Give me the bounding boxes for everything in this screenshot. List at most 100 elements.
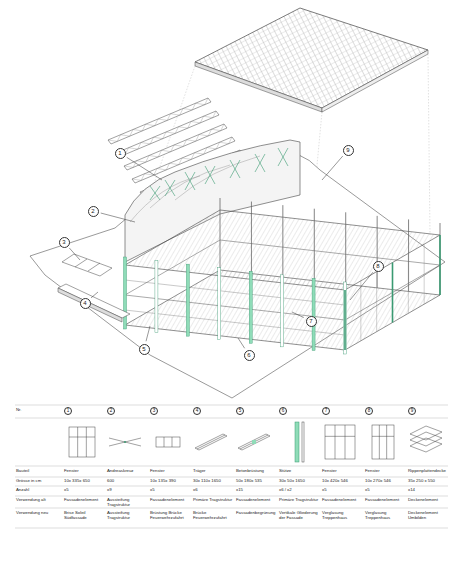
table-cell: Aussteifung Tragstruktur	[107, 511, 147, 521]
part-icon	[197, 435, 225, 449]
table-cell: Verglasung Treppenhaus	[322, 511, 362, 521]
table-cell: Fenster	[365, 469, 405, 474]
part-icon	[325, 436, 355, 437]
part-icon	[109, 438, 141, 446]
table-cell: Stütze	[279, 469, 319, 474]
table-cell: Betonbrüstung	[236, 469, 276, 474]
part-icon	[372, 436, 394, 437]
callout-number: 1	[115, 148, 126, 159]
column	[124, 257, 127, 329]
part-icon	[240, 435, 268, 449]
row-header: Verwendung neu	[16, 511, 60, 516]
mullion	[360, 281, 361, 341]
table-cell: Brüstung Brücke Feuerwehrzufahrt	[150, 511, 190, 521]
table-cell: Deckenelement	[408, 498, 448, 503]
leader-line	[238, 338, 245, 348]
table-cell: Primäre Tragstruktur	[193, 498, 233, 503]
part-icon	[335, 425, 336, 459]
part-icon	[379, 425, 380, 459]
leader-line	[292, 312, 304, 318]
table-cell: 600	[107, 479, 147, 484]
table-cell: Andreaskreuz	[107, 469, 147, 474]
column-number: 5	[236, 407, 244, 415]
row-header: Bauteil	[16, 469, 60, 474]
table-cell: Aussteifung Tragstruktur	[107, 498, 147, 508]
leader-line	[101, 213, 135, 222]
callout-number: 8	[373, 261, 384, 272]
table-cell: Fassadenelement	[236, 498, 276, 503]
table-cell: 35x 250 x 550	[408, 479, 448, 484]
column-number: 4	[193, 407, 201, 415]
leader-line	[322, 156, 343, 180]
column	[314, 209, 315, 281]
part-icon	[156, 437, 180, 447]
table-cell: 30x 50x 1650	[279, 479, 319, 484]
leader-line	[69, 248, 80, 260]
table-cell: Fassadenelement	[64, 498, 104, 503]
table-cell: x9	[107, 488, 147, 493]
table-cell: x6	[193, 488, 233, 493]
truss-web	[116, 111, 216, 154]
callout-number: 7	[306, 316, 317, 327]
column-number: 3	[150, 407, 158, 415]
column-number: 2	[107, 407, 115, 415]
table-cell: 10x 270x 546	[365, 479, 405, 484]
table-rule	[15, 418, 448, 419]
table-rule	[15, 477, 448, 478]
part-icon	[195, 434, 227, 450]
table-cell: Brücke Feuerwehrzufahrt	[193, 511, 233, 521]
table-cell: x6 / x2	[279, 488, 319, 493]
table-cell: x5	[322, 488, 362, 493]
table-cell: 50x 180x 535	[236, 479, 276, 484]
column	[249, 271, 252, 343]
row-header: Verwendung alt	[16, 498, 60, 503]
table-cell: x5	[150, 488, 190, 493]
part-icon	[345, 425, 346, 459]
callout-number: 3	[59, 237, 70, 248]
mullion	[424, 244, 425, 304]
table-rule	[15, 528, 448, 529]
part-icon	[302, 422, 304, 462]
table-cell: Fassadenelement	[322, 498, 362, 503]
column-number: 7	[322, 407, 330, 415]
part-icon	[238, 434, 270, 450]
small-window	[62, 254, 112, 276]
leader-line	[127, 157, 162, 180]
table-cell: Primäre Tragstruktur	[279, 498, 319, 503]
column-number: 6	[279, 407, 287, 415]
part-icon	[77, 427, 78, 457]
table-cell: Deckenelement Umbilden	[408, 511, 448, 521]
part-icon	[109, 438, 141, 446]
column	[345, 212, 346, 284]
column	[218, 268, 221, 340]
table-cell: Fenster	[150, 469, 190, 474]
table-cell: Rippenplattendecke	[408, 469, 448, 474]
table-cell: Fenster	[64, 469, 104, 474]
roof-slab	[195, 8, 428, 112]
part-icon	[109, 438, 141, 446]
callout-number: 6	[244, 350, 255, 361]
part-icon	[172, 437, 173, 447]
part-icon	[195, 434, 227, 450]
mullion	[344, 290, 346, 350]
table-cell: Fassadenelement	[150, 498, 190, 503]
table-cell: x5	[365, 488, 405, 493]
part-icon	[372, 425, 394, 459]
table-cell: 10x 420x 546	[322, 479, 362, 484]
table-rule	[15, 496, 448, 497]
part-icon	[69, 427, 95, 457]
part-icon	[386, 425, 387, 459]
callout-number: 4	[80, 298, 91, 309]
part-icon	[164, 437, 165, 447]
mullion	[408, 253, 409, 313]
table-cell: Fassadenelement	[365, 498, 405, 503]
part-icon	[69, 427, 95, 457]
columns	[124, 198, 441, 354]
table-cell: Fenster	[322, 469, 362, 474]
column	[440, 223, 441, 295]
mullion	[439, 235, 441, 295]
callout-number: 9	[343, 145, 354, 156]
part-icon	[325, 425, 355, 459]
table-rule	[15, 405, 448, 406]
